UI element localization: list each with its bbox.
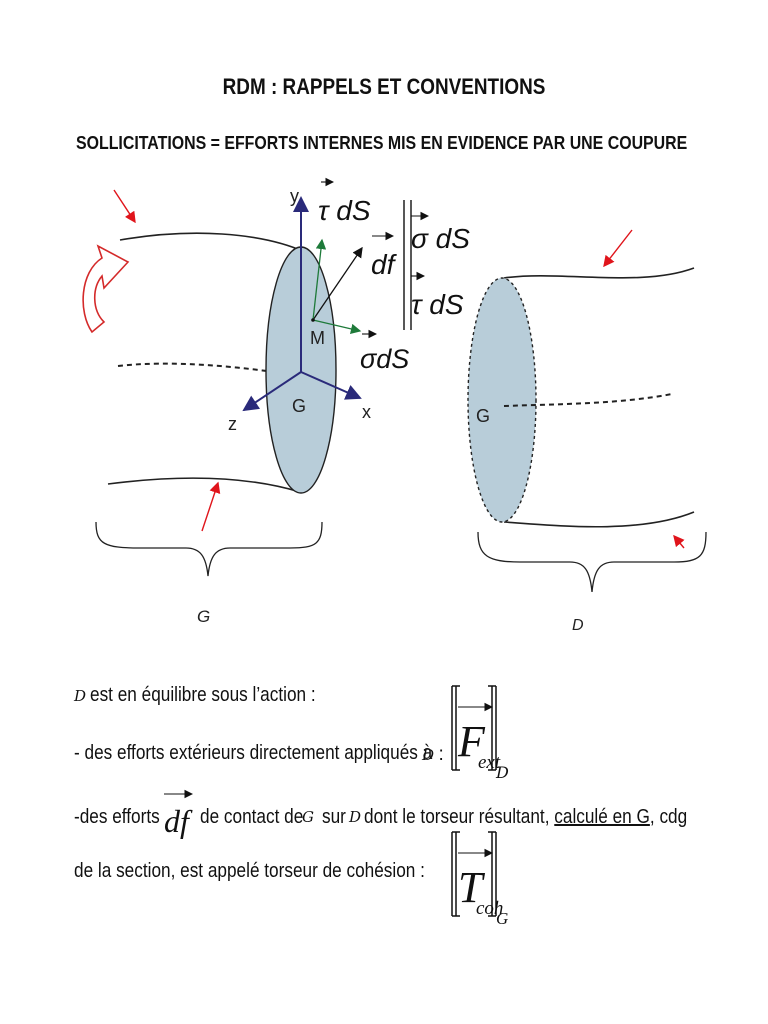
left-beam-axis-line — [117, 362, 301, 377]
sur-text: sur — [322, 806, 346, 828]
resultant-text: dont le torseur résultant, — [364, 806, 550, 828]
tau-ds-top-label: τ dS — [318, 177, 371, 226]
cohesion-line: de la section, est appelé torseur de coh… — [74, 860, 482, 883]
right-beam-axis-line — [503, 393, 673, 407]
z-axis — [242, 371, 302, 412]
svg-text:T: T — [458, 863, 486, 912]
point-m — [311, 318, 315, 322]
cohesion-text: de la section, est appelé torseur de coh… — [74, 860, 425, 882]
df-vector — [312, 246, 363, 321]
domain-d-symbol-2: D — [349, 808, 362, 826]
left-beam-part: y x z M G τ dS df σ dS τ dS σdS G — [82, 177, 470, 626]
sigma-ds-brace-label: σ dS — [411, 223, 470, 254]
sigma-vector — [312, 319, 362, 334]
tau-vector — [312, 238, 327, 321]
left-part-brace — [95, 521, 323, 577]
external-torsor: F ext D — [451, 685, 509, 780]
svg-text:df: df — [371, 249, 398, 280]
left-part-label: G — [197, 607, 210, 626]
external-forces-symbol: D : — [422, 744, 444, 765]
point-g-label-right: G — [476, 406, 490, 426]
right-cut-section — [467, 277, 537, 523]
components-brace: σ dS τ dS — [403, 200, 470, 330]
df-label: df — [371, 231, 398, 280]
right-beam-bottom-edge — [503, 511, 695, 528]
sigma-ds-bottom-label: σdS — [360, 329, 409, 374]
left-beam-top-edge — [119, 232, 306, 253]
page-title: RDM : RAPPELS ET CONVENTIONS — [222, 74, 546, 99]
external-forces-line: - des efforts extérieurs directement app… — [74, 742, 491, 765]
x-axis — [300, 371, 362, 400]
right-beam-top-edge — [503, 267, 695, 279]
svg-text:F: F — [457, 717, 486, 766]
right-part-brace — [477, 531, 707, 593]
domain-d-symbol: D — [74, 687, 87, 705]
left-beam-bottom-edge — [107, 477, 301, 493]
contact-forces-symbols: G — [302, 808, 314, 827]
y-axis-label: y — [290, 186, 299, 206]
right-beam-part: G D — [467, 229, 707, 634]
contact-forces-rest: de contact de — [200, 806, 304, 828]
left-bottom-force-arrow — [201, 481, 221, 532]
svg-text:σdS: σdS — [360, 344, 409, 374]
equilibrium-text: est en équilibre sous l’action : — [90, 684, 317, 706]
left-top-force-arrow — [113, 189, 136, 224]
svg-text:τ dS: τ dS — [318, 195, 371, 226]
external-forces-text: - des efforts extérieurs directement app… — [74, 742, 433, 764]
point-g-label-left: G — [292, 396, 306, 416]
svg-text:df: df — [164, 803, 193, 839]
svg-text:G: G — [496, 909, 508, 926]
svg-text:ext: ext — [478, 752, 501, 773]
right-top-force-arrow — [603, 229, 633, 268]
df-inline-vector: df — [164, 789, 194, 839]
equilibrium-line: D est en équilibre sous l’action : — [74, 684, 353, 707]
section-cut-diagram: y x z M G τ dS df σ dS τ dS σdS G — [82, 177, 707, 634]
z-axis-label: z — [228, 414, 237, 434]
cohesion-torsor: T coh G — [451, 831, 508, 926]
moment-arrow-icon — [82, 244, 130, 334]
right-part-label: D — [572, 617, 584, 634]
page-subtitle: SOLLICITATIONS = EFFORTS INTERNES MIS EN… — [76, 132, 688, 153]
x-axis-label: x — [362, 402, 371, 422]
contact-forces-line: -des efforts — [74, 806, 174, 829]
point-m-label: M — [310, 328, 325, 348]
tau-ds-brace-label: τ dS — [411, 289, 464, 320]
svg-text:D: D — [495, 763, 509, 780]
calculated-at-g-text: calculé en G — [554, 806, 650, 828]
cdg-text: , cdg — [649, 806, 688, 828]
domain-g-symbol: G — [302, 808, 314, 826]
right-bottom-force-arrow — [673, 534, 685, 549]
contact-forces-prefix: -des efforts — [74, 806, 160, 828]
